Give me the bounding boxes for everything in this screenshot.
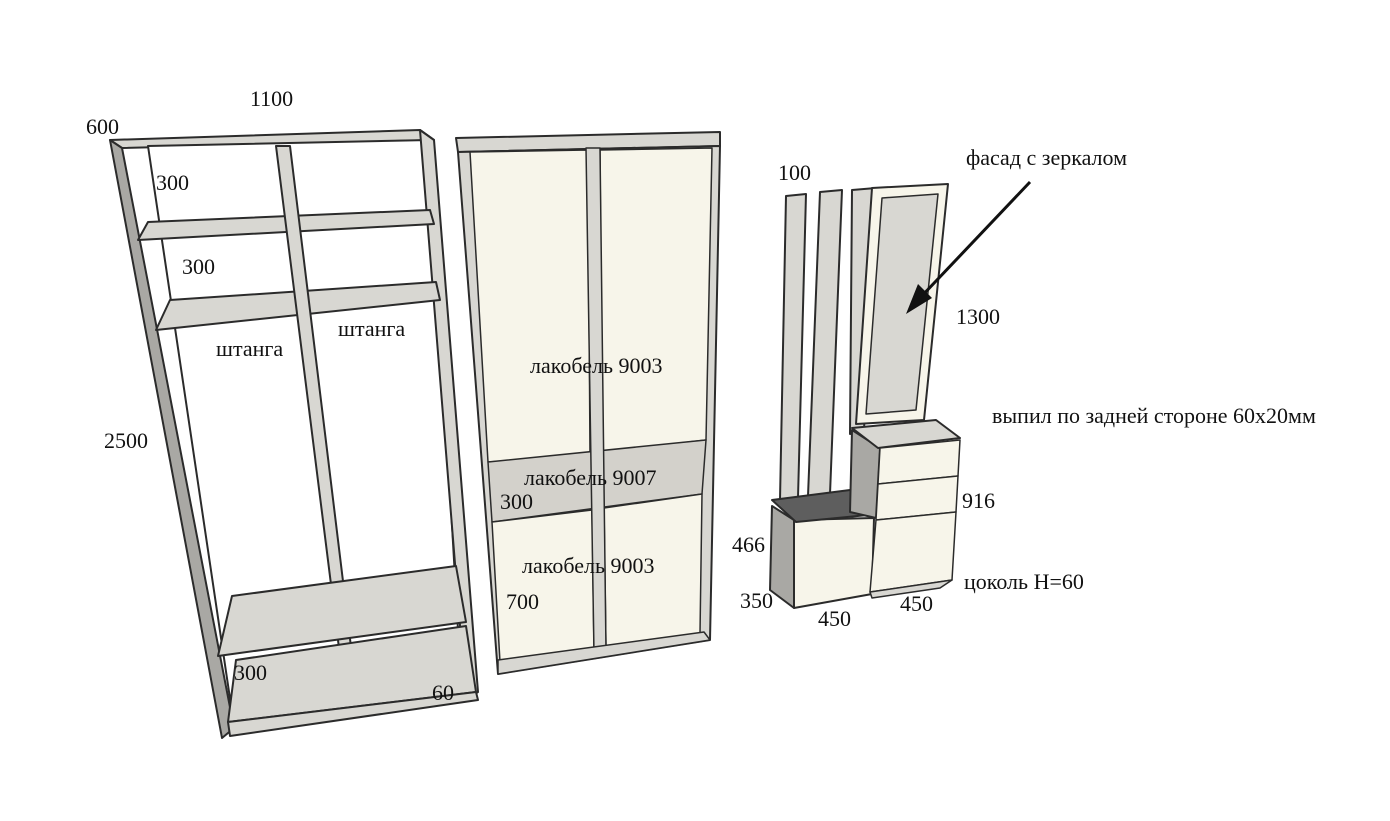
label-door-band-height: 300 <box>500 489 533 514</box>
label-back-cut: выпил по задней стороне 60х20мм <box>992 403 1316 428</box>
label-door-lower-finish: лакобель 9003 <box>522 553 655 578</box>
hallway-labels: 100 фасад с зеркалом 1300 выпил по задне… <box>732 145 1316 631</box>
label-mirror-height: 1300 <box>956 304 1000 329</box>
door-right-upper <box>599 147 713 453</box>
bench-side <box>769 505 795 609</box>
wardrobe-right-side <box>419 129 479 701</box>
mirror-arrow-head <box>906 284 932 314</box>
label-cabinet-width: 450 <box>900 591 933 616</box>
wall-panel-2 <box>807 189 843 497</box>
cabinet-plinth <box>869 579 953 599</box>
door-labels: лакобель 9003 лакобель 9007 300 лакобель… <box>500 353 663 614</box>
mirror-arrow-line <box>916 180 1032 302</box>
label-plinth: 60 <box>432 680 454 705</box>
label-door-band-finish: лакобель 9007 <box>524 465 657 490</box>
wall-panel-1 <box>779 193 807 501</box>
door-left-lower <box>491 509 595 663</box>
label-shelf-top: 300 <box>156 170 189 195</box>
label-wardrobe-height: 2500 <box>104 428 148 453</box>
label-rail-left: штанга <box>216 336 283 361</box>
sliding-doors <box>455 131 721 675</box>
hallway-set <box>769 180 1032 609</box>
label-bench-depth: 350 <box>740 588 773 613</box>
label-wardrobe-width: 1100 <box>250 86 293 111</box>
wardrobe-carcass <box>109 129 479 739</box>
label-plinth-note: цоколь Н=60 <box>964 569 1084 594</box>
label-wardrobe-depth: 600 <box>86 114 119 139</box>
mirror-glass <box>865 193 939 415</box>
label-bench-height: 466 <box>732 532 765 557</box>
label-shelf-second: 300 <box>182 254 215 279</box>
wardrobe-plinth <box>227 691 479 737</box>
label-door-lower-height: 700 <box>506 589 539 614</box>
wardrobe-labels: 1100 600 2500 300 300 300 60 штанга штан… <box>86 86 454 705</box>
cabinet-top <box>851 419 961 449</box>
door-left-upper <box>469 149 591 463</box>
label-bench-width: 450 <box>818 606 851 631</box>
label-cabinet-height: 916 <box>962 488 995 513</box>
label-door-upper-finish: лакобель 9003 <box>530 353 663 378</box>
label-rail-right: штанга <box>338 316 405 341</box>
cabinet-door <box>869 511 957 593</box>
bench-front <box>793 517 875 609</box>
label-panel-width: 100 <box>778 160 811 185</box>
label-bottom-shelf: 300 <box>234 660 267 685</box>
door-bottom-rail <box>497 631 711 675</box>
wardrobe-shelf-bottom <box>217 565 467 657</box>
label-mirror-facade: фасад с зеркалом <box>966 145 1127 170</box>
